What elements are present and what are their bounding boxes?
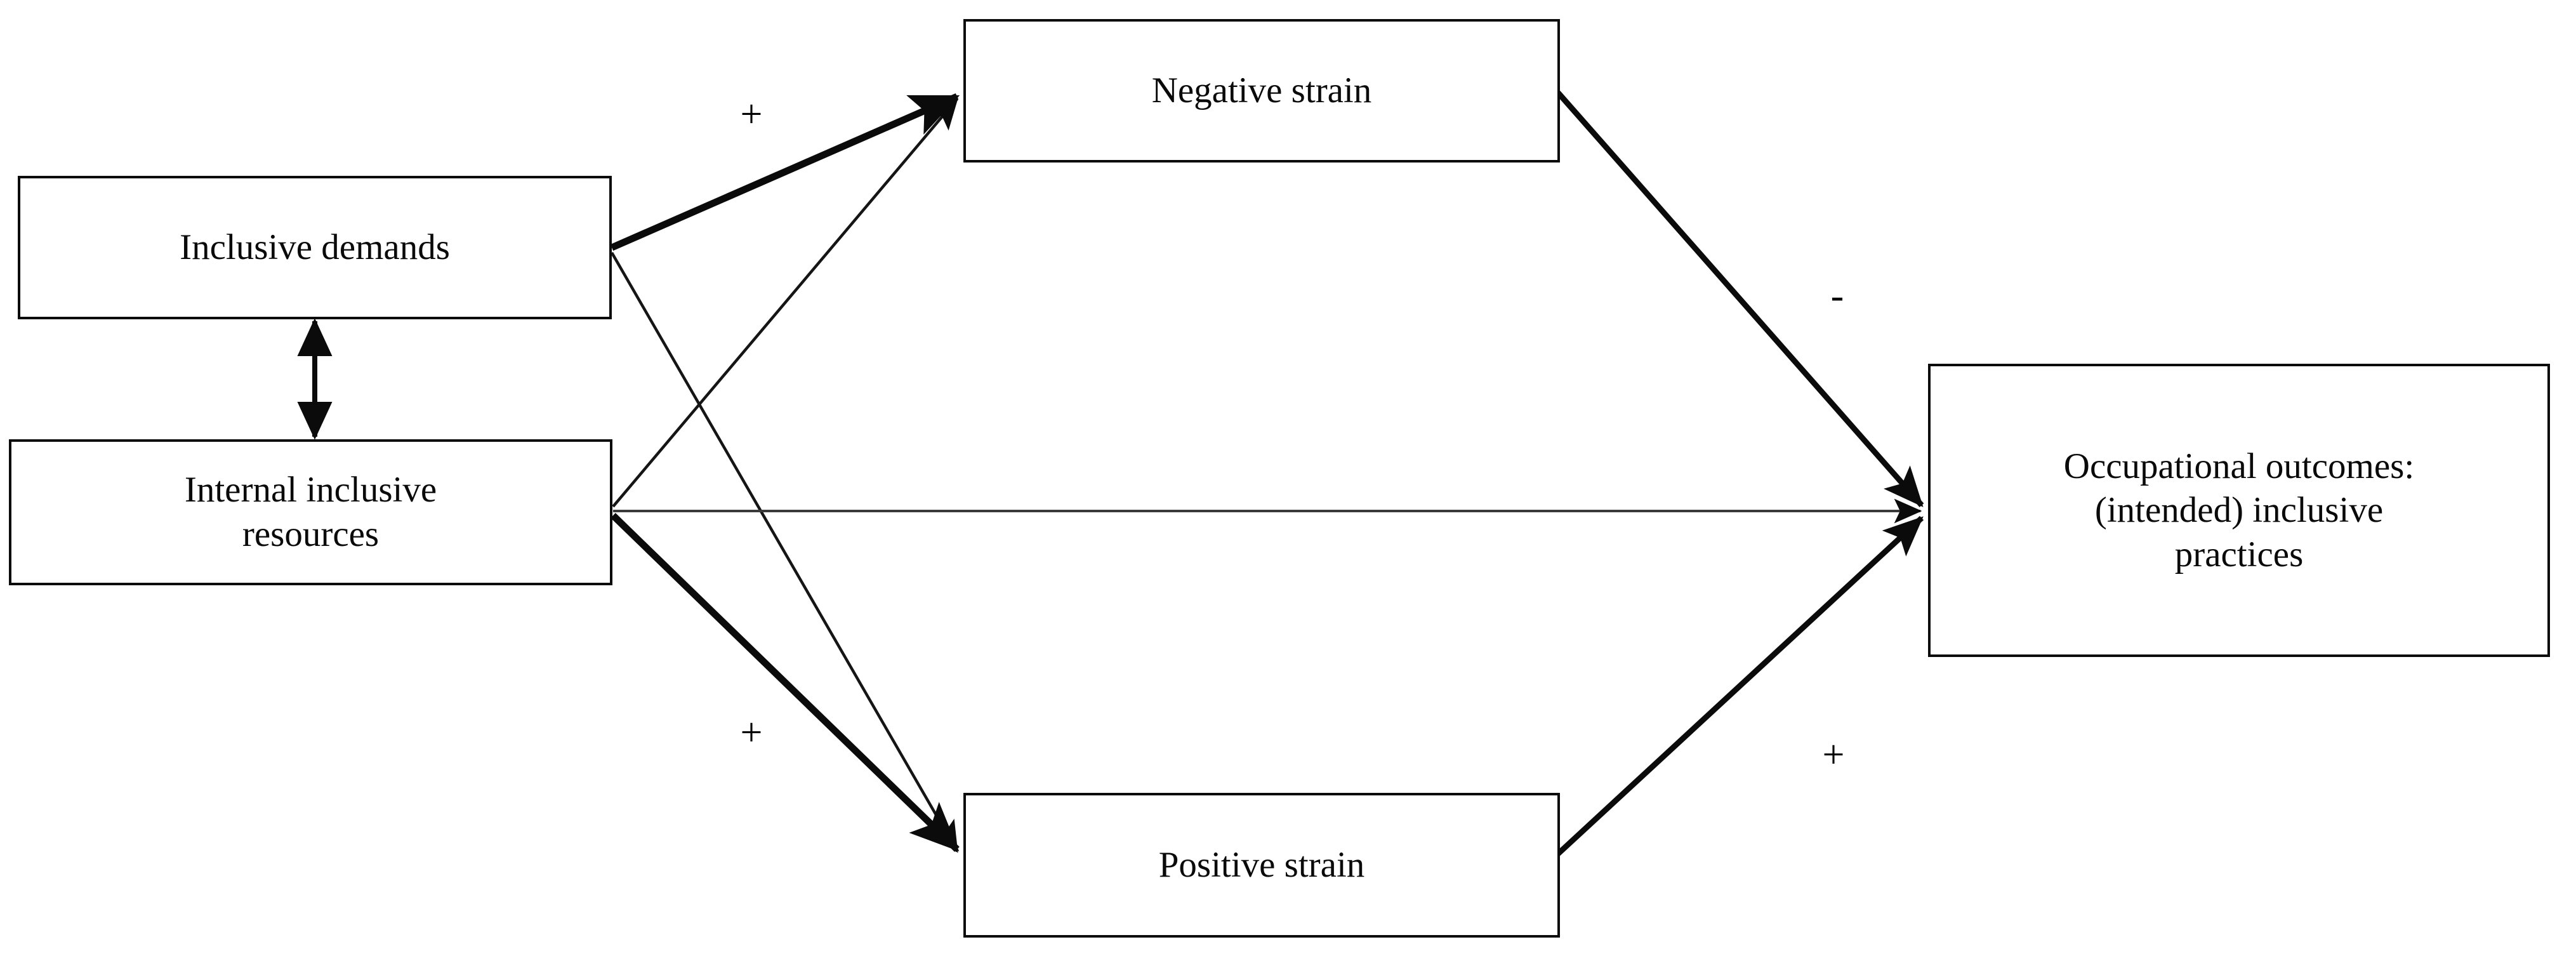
edge-negative-strain-to-occupational-outcomes [1556,91,1924,507]
node-negative-strain[interactable]: Negative strain [963,19,1560,163]
node-positive-strain-label: Positive strain [1158,845,1365,886]
edge-sign-resources-to-positive-strain: + [740,711,763,754]
node-inclusive-demands[interactable]: Inclusive demands [18,176,612,319]
node-occupational-outcomes[interactable]: Occupational outcomes: (intended) inclus… [1928,364,2550,657]
edge-sign-negative-strain-to-outcomes: - [1830,274,1844,317]
edge-resources-to-negative-strain [612,97,958,508]
edge-positive-strain-to-occupational-outcomes [1556,515,1924,856]
node-internal-inclusive-resources[interactable]: Internal inclusive resources [9,439,612,585]
node-negative-strain-label: Negative strain [1151,70,1372,111]
node-internal-inclusive-resources-label: Internal inclusive resources [184,470,437,554]
edge-demands-to-negative-strain [610,93,960,251]
node-occupational-outcomes-label: Occupational outcomes: (intended) inclus… [2063,446,2415,574]
node-positive-strain[interactable]: Positive strain [963,793,1560,938]
edge-demands-to-positive-strain [611,251,958,853]
edge-sign-demands-to-negative-strain: + [740,93,763,136]
edge-sign-positive-strain-to-outcomes: + [1822,733,1845,776]
edge-resources-to-positive-strain [611,513,960,852]
node-inclusive-demands-label: Inclusive demands [180,227,450,268]
